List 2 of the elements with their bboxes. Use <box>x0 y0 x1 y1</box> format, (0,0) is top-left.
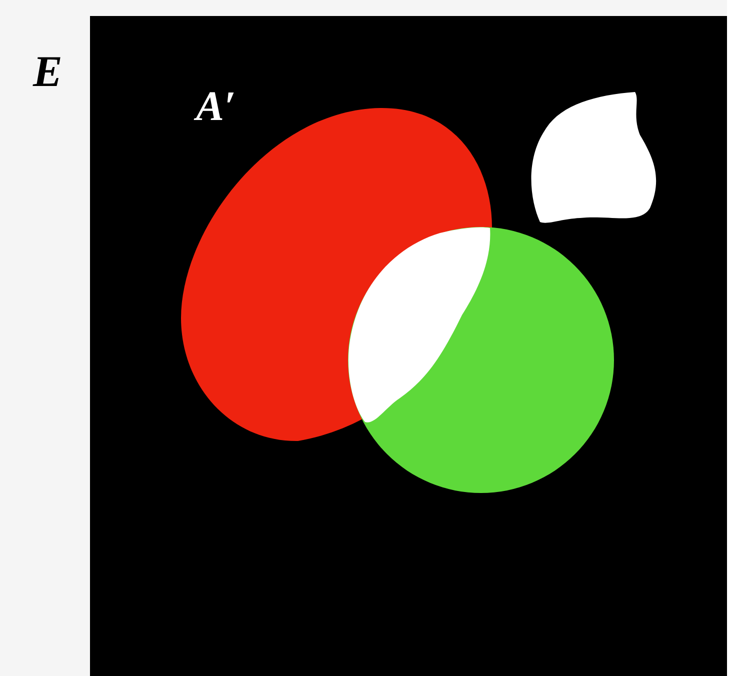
set-label: A′ <box>196 86 236 128</box>
set-label: E <box>33 50 62 94</box>
